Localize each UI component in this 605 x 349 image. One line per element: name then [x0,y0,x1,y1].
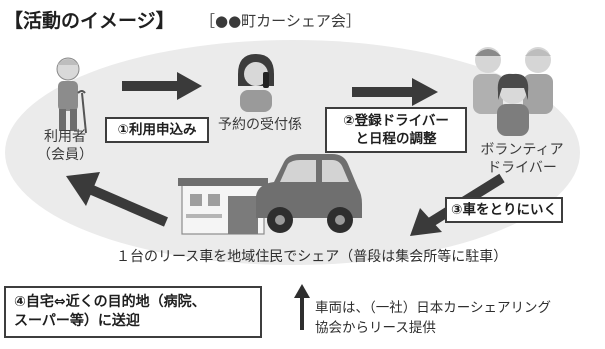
sharing-caption: １台のリース車を地域住民でシェア（普段は集会所等に駐車） [116,249,508,265]
diagram-subtitle: ［●●町カーシェア会］ [200,12,361,30]
shared-car-illustration [248,148,366,240]
reception-label: 予約の受付係 [218,117,302,133]
volunteer-label: ボランティア ドライバー [467,141,577,177]
volunteer-label-line2: ドライバー [487,160,557,176]
lease-note-line1: 車両は、（一社）日本カーシェアリング [315,300,551,316]
step2-driver-scheduling-box: ②登録ドライバー と日程の調整 [325,107,467,153]
user-label-line1: 利用者 [44,129,86,145]
user-label: 利用者 （会員） [22,128,108,164]
arrow-to-reception [122,72,202,104]
lease-note: 車両は、（一社）日本カーシェアリング 協会からリース提供 [315,298,603,338]
volunteer-label-line1: ボランティア [480,142,564,158]
step1-application-box: ①利用申込み [105,117,209,143]
arrow-back-to-user [62,168,172,232]
diagram-title: 【活動のイメージ】 [4,10,175,32]
step3-pickup-car-box: ③車をとりにいく [445,197,563,223]
community-hall-illustration [178,174,268,236]
reception-staff-illustration [230,52,282,112]
step4-transport-box: ④自宅⇔近くの目的地（病院、 スーパー等）に送迎 [4,286,262,338]
arrow-to-volunteers [352,78,438,110]
lease-note-line2: 協会からリース提供 [315,320,436,336]
step4-line1: ④自宅⇔近くの目的地（病院、 [14,294,206,310]
step2-line1: ②登録ドライバー [343,113,449,129]
user-label-line2: （会員） [37,147,93,163]
volunteer-drivers-illustration [458,38,568,138]
step2-line2: と日程の調整 [355,131,437,147]
note-up-arrow [294,284,310,334]
elderly-user-illustration [44,55,96,135]
step4-line2: スーパー等）に送迎 [14,313,140,329]
